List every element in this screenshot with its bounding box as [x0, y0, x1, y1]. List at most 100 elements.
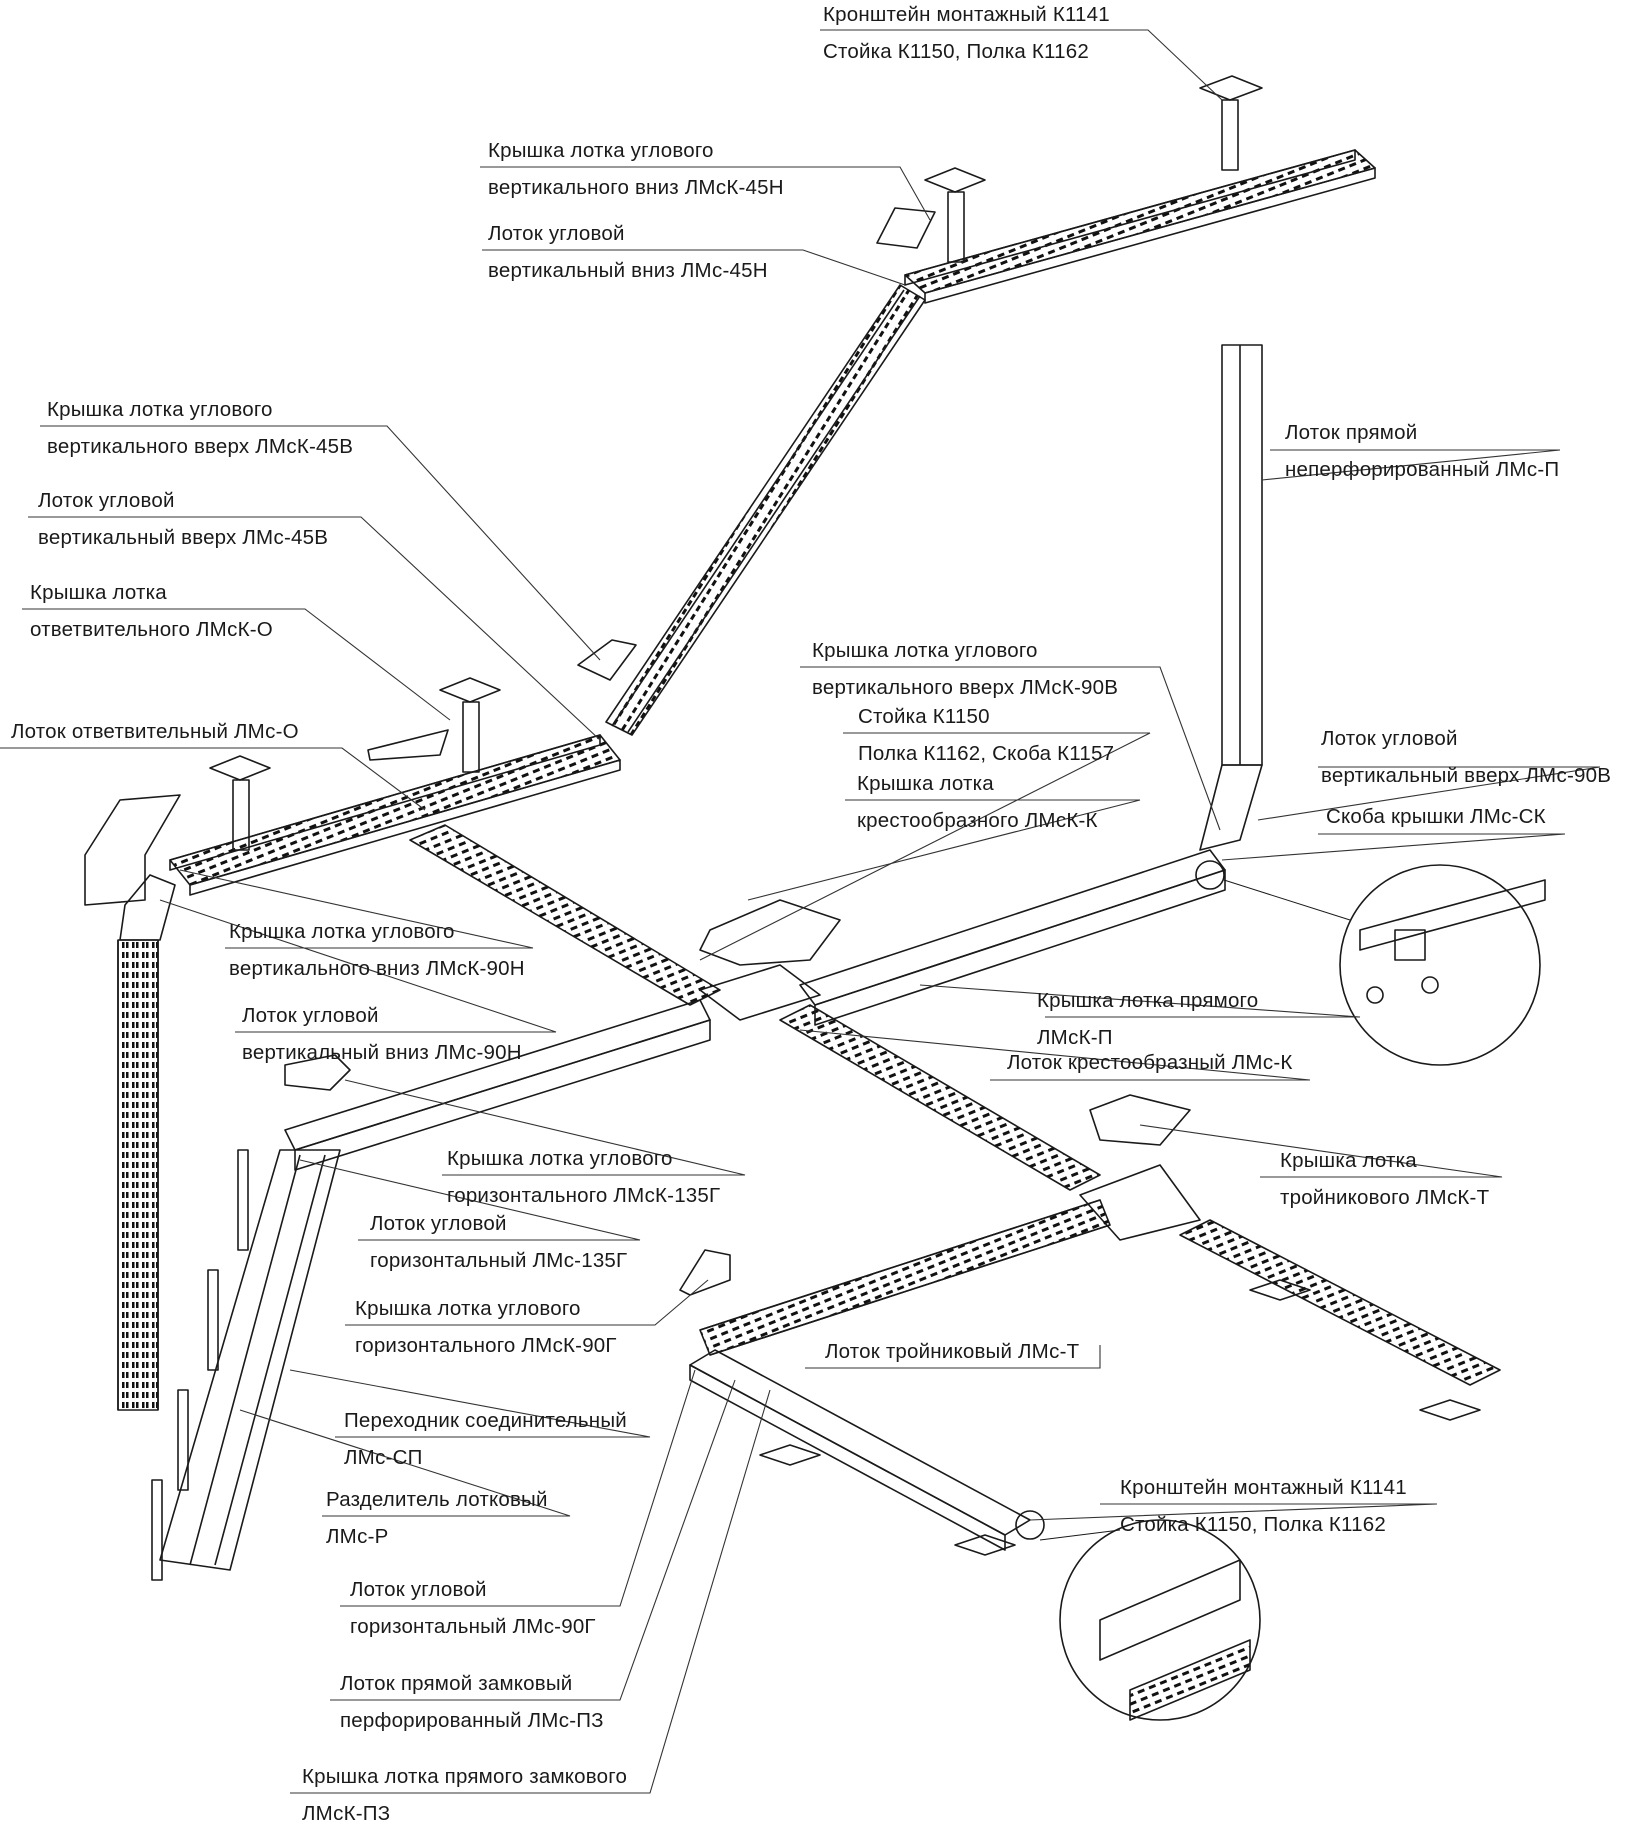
label-cover-straight: Крышка лотка прямого ЛМсК-П — [1037, 984, 1258, 1054]
label-line2: ЛМсК-ПЗ — [302, 1802, 391, 1825]
label-tray-135g: Лоток угловой горизонтальный ЛМс-135Г — [370, 1207, 627, 1277]
label-cover-cross: Крышка лотка крестообразного ЛМсК-К — [857, 767, 1098, 837]
label-line1: Крышка лотка углового — [488, 139, 714, 162]
label-line1: Лоток прямой замковый — [340, 1672, 573, 1695]
label-line1: Переходник соединительный — [344, 1409, 627, 1432]
label-line1: Крышка лотка углового — [47, 398, 273, 421]
label-line1: Крышка лотка — [1280, 1149, 1417, 1172]
label-line1: Лоток угловой — [350, 1578, 487, 1601]
label-line1: Лоток угловой — [488, 222, 625, 245]
leader-lines — [0, 29, 1601, 1794]
label-line1: Крышка лотка углового — [355, 1297, 581, 1320]
label-tray-45v: Лоток угловой вертикальный вверх ЛМс-45В — [38, 484, 328, 554]
label-line2: вертикального вверх ЛМсК-90В — [812, 676, 1119, 699]
label-line1: Лоток тройниковый ЛМс-Т — [825, 1340, 1080, 1363]
label-cover-clip: Скоба крышки ЛМс-СК — [1326, 800, 1546, 835]
label-cover-90v: Крышка лотка углового вертикального ввер… — [812, 634, 1118, 704]
tray-lower-locked — [689, 1349, 1031, 1551]
tray-left-branch — [169, 734, 621, 896]
label-tray-branch: Лоток ответвительный ЛМс-О — [11, 715, 299, 750]
label-line2: ЛМсК-П — [1037, 1026, 1113, 1049]
label-line1: Крышка лотка прямого — [1037, 989, 1259, 1012]
label-kronshtein-top: Кронштейн монтажный К1141 Стойка К1150, … — [823, 0, 1110, 68]
label-cover-45n: Крышка лотка углового вертикального вниз… — [488, 134, 784, 204]
cover-45n — [876, 207, 936, 249]
floor-stands — [759, 1279, 1481, 1556]
cross-fitting — [699, 899, 841, 1021]
label-tray-45n: Лоток угловой вертикальный вниз ЛМс-45Н — [488, 217, 768, 287]
label-line2: ЛМс-СП — [344, 1446, 423, 1469]
tray-upper-right — [904, 149, 1376, 304]
tray-covered-left — [284, 999, 711, 1171]
tray-vertical-up — [1199, 344, 1263, 851]
label-cover-135g: Крышка лотка углового горизонтального ЛМ… — [447, 1142, 720, 1212]
cover-135g — [284, 1054, 351, 1091]
label-line1: Разделитель лотковый — [326, 1488, 548, 1511]
label-line1: Лоток угловой — [38, 489, 175, 512]
label-cover-90n: Крышка лотка углового вертикального вниз… — [229, 915, 525, 985]
label-line2: вертикальный вверх ЛМс-45В — [38, 526, 329, 549]
label-line2: перфорированный ЛМс-ПЗ — [340, 1709, 604, 1732]
label-tray-90g: Лоток угловой горизонтальный ЛМс-90Г — [350, 1573, 596, 1643]
label-line2: ЛМс-Р — [326, 1525, 389, 1548]
label-cover-90g: Крышка лотка углового горизонтального ЛМ… — [355, 1292, 617, 1362]
cover-90g — [679, 1249, 731, 1296]
tray-central-diagonal — [409, 824, 1501, 1386]
label-cover-tee: Крышка лотка тройникового ЛМсК-Т — [1280, 1144, 1489, 1214]
label-cover-branch: Крышка лотка ответвительного ЛМсК-О — [30, 576, 273, 646]
tray-lower-right — [699, 1199, 1111, 1356]
label-line1: Крышка лотка — [857, 772, 994, 795]
label-line2: Стойка К1150, Полка К1162 — [823, 40, 1089, 63]
label-line2: вертикальный вверх ЛМс-90В — [1321, 764, 1612, 787]
label-divider: Разделитель лотковый ЛМс-Р — [326, 1483, 548, 1553]
label-line1: Лоток угловой — [370, 1212, 507, 1235]
label-line1: Крышка лотка углового — [812, 639, 1038, 662]
cover-45v — [577, 639, 637, 681]
label-line2: горизонтального ЛМсК-90Г — [355, 1334, 617, 1357]
label-tray-locked: Лоток прямой замковый перфорированный ЛМ… — [340, 1667, 604, 1737]
ceiling-bracket-left-2 — [439, 677, 501, 773]
tray-covered-right — [799, 849, 1226, 1026]
label-line2: вертикального вверх ЛМсК-45В — [47, 435, 354, 458]
label-line1: Кронштейн монтажный К1141 — [823, 3, 1110, 26]
label-line2: неперфорированный ЛМс-П — [1285, 458, 1560, 481]
cover-branch-o — [367, 729, 449, 761]
cover-tee — [1089, 1094, 1191, 1146]
label-tray-cross: Лоток крестообразный ЛМс-К — [1007, 1046, 1293, 1081]
label-adapter: Переходник соединительный ЛМс-СП — [344, 1404, 627, 1474]
label-line2: крестообразного ЛМсК-К — [857, 809, 1098, 832]
label-line2: Стойка К1150, Полка К1162 — [1120, 1513, 1386, 1536]
label-line2: тройникового ЛМсК-Т — [1280, 1186, 1490, 1209]
ceiling-bracket-upper-2 — [924, 167, 986, 263]
label-line1: Кронштейн монтажный К1141 — [1120, 1476, 1407, 1499]
label-line1: Лоток угловой — [242, 1004, 379, 1027]
ceiling-bracket-upper-1 — [1199, 75, 1263, 171]
label-line2: вертикальный вниз ЛМс-90Н — [242, 1041, 522, 1064]
label-line2: горизонтального ЛМсК-135Г — [447, 1184, 721, 1207]
label-line2: вертикального вниз ЛМсК-45Н — [488, 176, 784, 199]
label-line2: вертикальный вниз ЛМс-45Н — [488, 259, 768, 282]
label-line2: вертикального вниз ЛМсК-90Н — [229, 957, 525, 980]
detail-lock-joint — [1015, 1510, 1261, 1721]
label-line1: Лоток прямой — [1285, 421, 1418, 444]
ceiling-bracket-left-1 — [209, 755, 271, 851]
label-kronshtein-bottom: Кронштейн монтажный К1141 Стойка К1150, … — [1120, 1471, 1407, 1541]
label-line2: Полка К1162, Скоба К1157 — [858, 742, 1115, 765]
label-tray-90v: Лоток угловой вертикальный вверх ЛМс-90В — [1321, 722, 1611, 792]
label-line1: Лоток ответвительный ЛМс-О — [11, 720, 299, 743]
label-line2: ответвительного ЛМсК-О — [30, 618, 273, 641]
label-line1: Лоток угловой — [1321, 727, 1458, 750]
label-line1: Скоба крышки ЛМс-СК — [1326, 805, 1546, 828]
tray-diagonal-lower-left — [159, 1149, 341, 1571]
label-stand-mid: Стойка К1150 Полка К1162, Скоба К1157 — [858, 700, 1114, 770]
label-cover-45v: Крышка лотка углового вертикального ввер… — [47, 393, 353, 463]
label-line1: Крышка лотка — [30, 581, 167, 604]
label-line1: Крышка лотка прямого замкового — [302, 1765, 628, 1788]
label-line1: Стойка К1150 — [858, 705, 990, 728]
label-line1: Крышка лотка углового — [229, 920, 455, 943]
label-line1: Крышка лотка углового — [447, 1147, 673, 1170]
tray-diagonal-45 — [605, 284, 926, 736]
label-tray-90n: Лоток угловой вертикальный вниз ЛМс-90Н — [242, 999, 522, 1069]
label-tray-straight-nonperf: Лоток прямой неперфорированный ЛМс-П — [1285, 416, 1559, 486]
